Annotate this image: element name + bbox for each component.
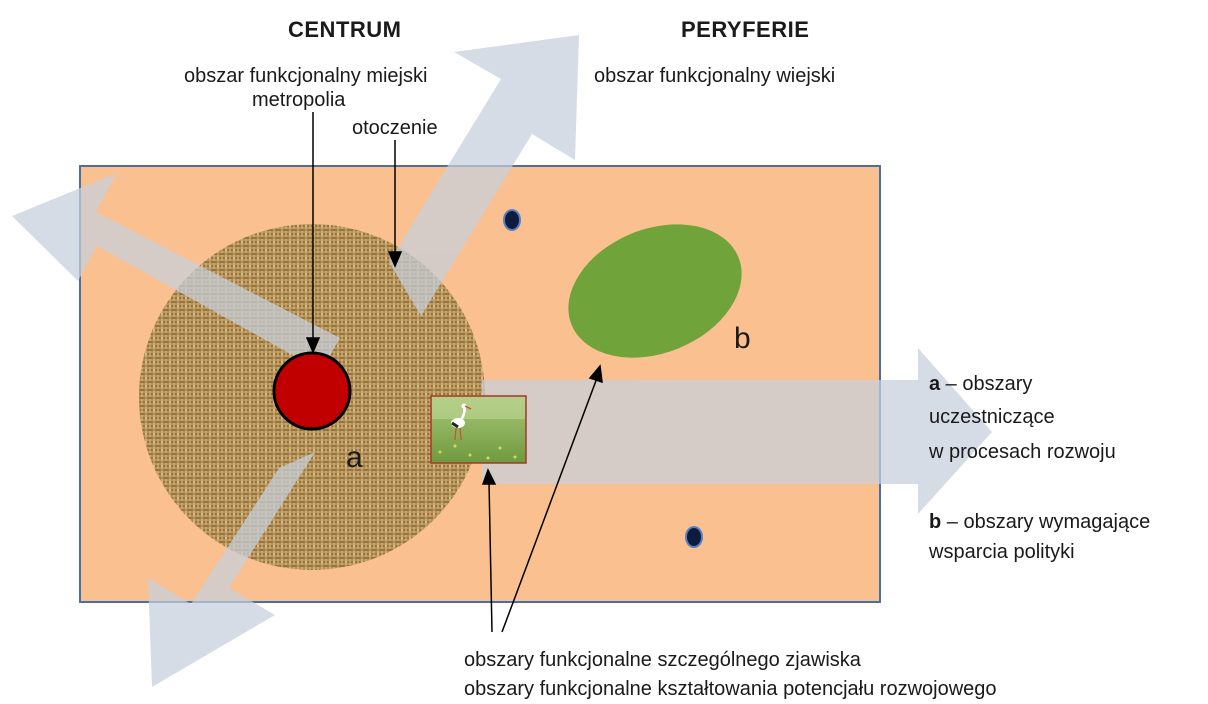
legend-a-key: a (929, 373, 940, 395)
label-surroundings: otoczenie (352, 116, 438, 140)
stork-meadow-photo (431, 396, 526, 463)
legend-a-line1: a – obszary (929, 372, 1032, 396)
marker-a: a (346, 442, 363, 474)
label-urban-area: obszar funkcjonalny miejski (184, 64, 427, 88)
legend-a-text: – obszary (940, 373, 1032, 395)
marker-b: b (734, 323, 751, 355)
town-dot-south (686, 527, 702, 547)
legend-b-text: – obszary wymagające (941, 511, 1150, 533)
legend-b-line1: b – obszary wymagające (929, 510, 1150, 534)
legend-a-line3: w procesach rozwoju (929, 440, 1116, 464)
town-dot-north (504, 210, 520, 230)
label-rural-area: obszar funkcjonalny wiejski (594, 64, 835, 88)
legend-a-line2: uczestniczące (929, 405, 1055, 429)
heading-peryferie: PERYFERIE (681, 18, 809, 42)
label-special-phenomenon: obszary funkcjonalne szczególnego zjawis… (464, 648, 861, 672)
label-development-potential: obszary funkcjonalne kształtowania poten… (464, 677, 997, 701)
heading-centrum: CENTRUM (288, 18, 402, 42)
label-metropolis: metropolia (252, 88, 345, 112)
metropolis-circle (274, 353, 350, 429)
legend-b-line2: wsparcia polityki (929, 540, 1075, 564)
legend-b-key: b (929, 511, 941, 533)
